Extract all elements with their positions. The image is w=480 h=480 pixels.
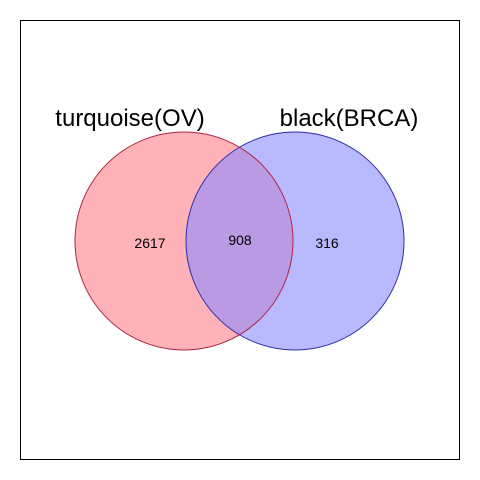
set-label-black-brca: black(BRCA) — [280, 105, 419, 132]
set-outline-black-brca — [185, 131, 405, 351]
count-intersection: 908 — [228, 232, 252, 248]
set-outline-turquoise-ov — [74, 131, 294, 351]
set-label-turquoise-ov: turquoise(OV) — [55, 105, 204, 132]
count-only-turquoise-ov: 2617 — [134, 235, 165, 251]
count-only-black-brca: 316 — [315, 235, 339, 251]
set-circle-black-brca — [186, 132, 404, 350]
